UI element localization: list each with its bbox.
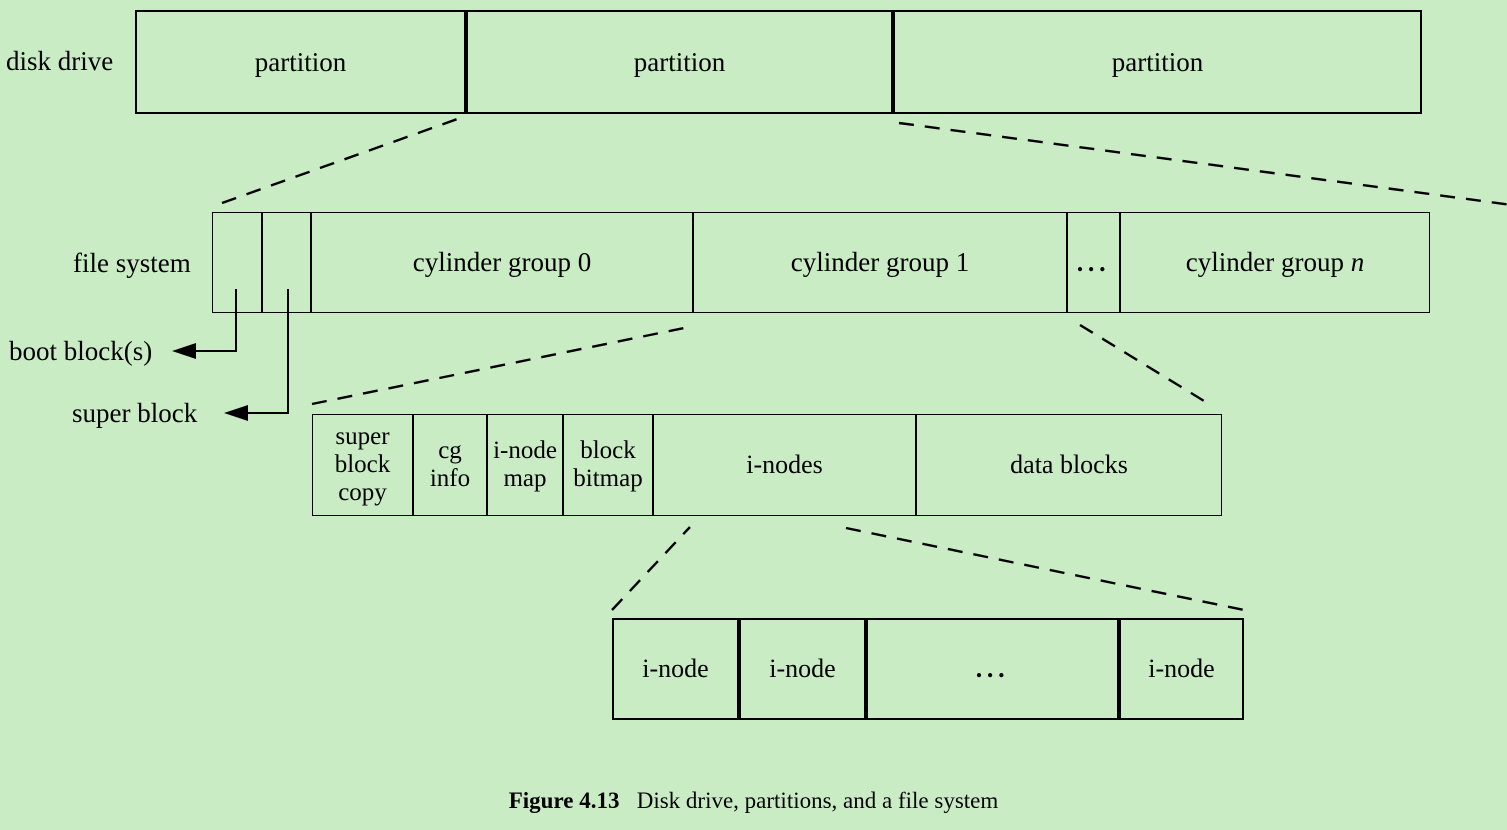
inode-cell-1-label: i-node bbox=[642, 654, 709, 684]
figure-caption-gap bbox=[619, 788, 636, 813]
row-label-disk-drive: disk drive bbox=[6, 40, 113, 82]
figure-caption-text: Disk drive, partitions, and a file syste… bbox=[636, 788, 999, 813]
cg-cell-inode-map-label: i-node map bbox=[493, 437, 557, 493]
inode-cell-last: i-node bbox=[1119, 618, 1244, 720]
cg-cell-super-block-copy-label: super block copy bbox=[335, 423, 391, 507]
cg-block-bitmap-line-2: bitmap bbox=[573, 465, 643, 492]
cg-cell-data-blocks: data blocks bbox=[916, 414, 1222, 516]
cg-super-block-copy-line-1: super bbox=[335, 423, 390, 450]
arrowhead-super-block bbox=[224, 405, 248, 421]
partition-cell-1: partition bbox=[135, 10, 466, 114]
inode-cell-2: i-node bbox=[739, 618, 866, 720]
cg-cell-inodes: i-nodes bbox=[653, 414, 916, 516]
dashed-connector-inodes-right bbox=[845, 526, 1245, 612]
cg-cell-cg-info: cg info bbox=[413, 414, 487, 516]
disk-drive-label-text: disk drive bbox=[6, 45, 114, 76]
cg-info-line-2: info bbox=[429, 465, 471, 492]
inode-cell-last-label: i-node bbox=[1148, 654, 1215, 684]
cg-cell-super-block-copy: super block copy bbox=[312, 414, 413, 516]
cg-cell-inode-map: i-node map bbox=[487, 414, 563, 516]
file-system-label-text: file system bbox=[73, 247, 191, 278]
callout-super-block: super block bbox=[72, 393, 197, 433]
inode-cell-1: i-node bbox=[612, 618, 739, 720]
cylinder-group-0-cell: cylinder group 0 bbox=[311, 212, 693, 313]
cg-super-block-copy-line-2: block bbox=[334, 451, 391, 478]
cylinder-group-n-label-index: n bbox=[1350, 247, 1365, 278]
dashed-connector-cg0-left bbox=[311, 324, 695, 406]
cg-inode-map-line-1: i-node bbox=[493, 437, 557, 464]
inode-cell-ellipsis-label: ... bbox=[975, 654, 1010, 683]
partition-cell-1-label: partition bbox=[254, 46, 347, 77]
cg-info-line-1: cg bbox=[438, 437, 462, 464]
cylinder-group-n-label: cylinder group n bbox=[1186, 247, 1364, 277]
dashed-connector-inodes-left bbox=[611, 526, 691, 611]
partition-cell-3-label: partition bbox=[1111, 46, 1204, 77]
cylinder-group-1-label: cylinder group 1 bbox=[790, 247, 970, 278]
dashed-connector-partition2-right bbox=[898, 121, 1507, 206]
callout-super-block-label: super block bbox=[72, 397, 198, 428]
callout-boot-blocks-label: boot block(s) bbox=[9, 335, 153, 366]
cg-cell-inodes-label: i-nodes bbox=[746, 450, 823, 480]
row-label-file-system: file system bbox=[73, 242, 191, 284]
cg-cell-cg-info-label: cg info bbox=[430, 437, 470, 493]
super-block-cell bbox=[262, 212, 311, 313]
cylinder-group-ellipsis-label: ... bbox=[1076, 247, 1111, 277]
cg-block-bitmap-line-1: block bbox=[580, 437, 636, 464]
partition-cell-3: partition bbox=[893, 10, 1422, 114]
partition-cell-2-label: partition bbox=[633, 46, 726, 77]
boot-block-cell bbox=[212, 212, 262, 313]
partition-cell-2: partition bbox=[466, 10, 893, 114]
callout-boot-blocks: boot block(s) bbox=[9, 331, 152, 371]
dashed-connector-cg0-right bbox=[1079, 323, 1210, 406]
figure-caption-number: Figure 4.13 bbox=[508, 788, 620, 813]
cylinder-group-ellipsis-cell: ... bbox=[1067, 212, 1120, 313]
cg-cell-data-blocks-label: data blocks bbox=[1010, 450, 1128, 480]
cg-inode-map-line-2: map bbox=[503, 465, 547, 492]
cylinder-group-0-label: cylinder group 0 bbox=[412, 247, 592, 278]
inode-cell-ellipsis: ... bbox=[866, 618, 1119, 720]
cg-cell-block-bitmap: block bitmap bbox=[563, 414, 653, 516]
figure-caption: Figure 4.13 Disk drive, partitions, and … bbox=[0, 788, 1507, 814]
cg-cell-block-bitmap-label: block bitmap bbox=[573, 437, 642, 493]
cylinder-group-n-label-prefix: cylinder group bbox=[1185, 247, 1351, 278]
cg-super-block-copy-line-3: copy bbox=[338, 479, 387, 506]
dashed-connector-partition1-left bbox=[221, 115, 464, 205]
inode-cell-2-label: i-node bbox=[769, 654, 836, 684]
cylinder-group-1-cell: cylinder group 1 bbox=[693, 212, 1067, 313]
arrowhead-boot-block bbox=[172, 343, 196, 359]
cylinder-group-n-cell: cylinder group n bbox=[1120, 212, 1430, 313]
